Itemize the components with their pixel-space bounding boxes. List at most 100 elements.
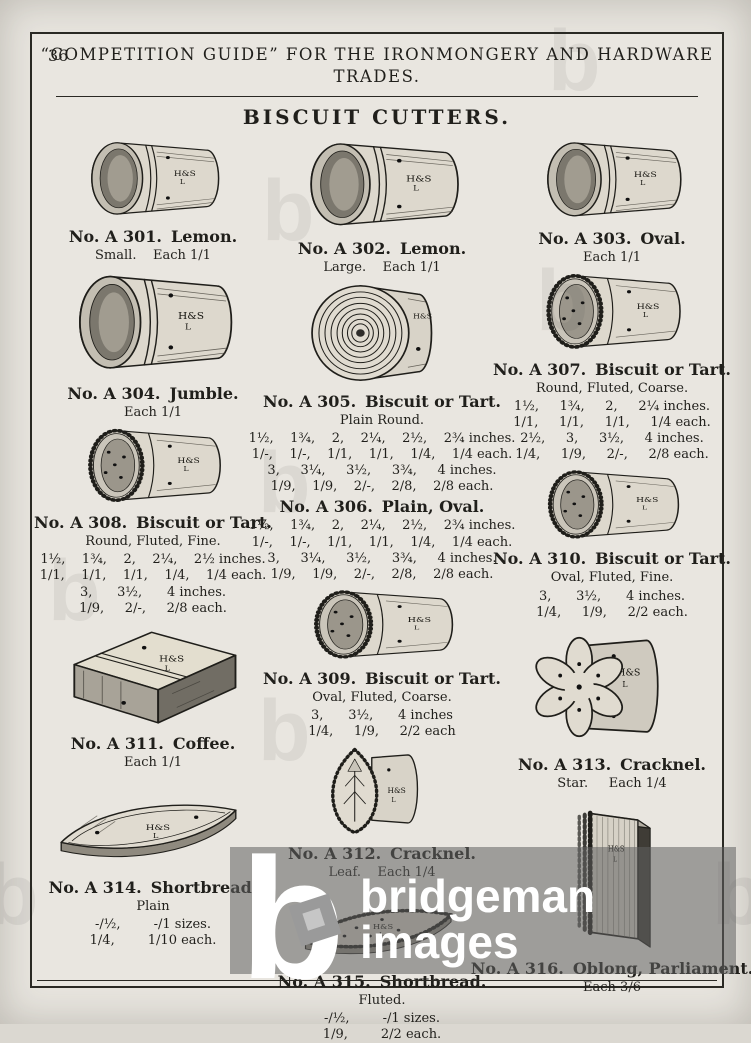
biscuit-cutter-illustration-a314 [45,771,261,876]
price-row: 3, 3½, 4 inches. [538,588,686,604]
price-table: 1½, 1¾, 2, 2¼, 2½, 2¾ inches. 1/-, 1/-, … [249,431,516,495]
product-price: Large. Each 1/1 [323,259,441,275]
price-table: -/½, -/1 sizes. 1/9, 2/2 each. [278,1011,487,1043]
biscuit-cutter-illustration-a310 [493,463,731,547]
product-a308: No. A 308.Biscuit or Tart. Round, Fluted… [34,421,272,617]
price-row: 1/1, 1/1, 1/1, 1/4, 1/4 each. [39,568,267,584]
biscuit-cutter-illustration-a313 [517,621,707,753]
price-row: 1/9, 2/2 each. [322,1026,442,1042]
product-number: No. A 304. [67,383,161,403]
product-number: No. A 310. [493,549,587,569]
price-row: 3, 3½, 4 inches [311,708,453,724]
product-name: Biscuit or Tart. [365,391,501,411]
product-a311: No. A 311. Coffee. Each 1/1 [51,617,256,771]
price-table: 1½, 1¾, 2, 2¼, 2½, 2¾ inches. 1/-, 1/-, … [249,518,516,582]
catalog-page: 36 “COMPETITION GUIDE” FOR THE IRONMONGE… [30,32,751,1042]
biscuit-cutter-illustration-a301 [69,133,237,225]
product-subtitle: Fluted. [358,992,406,1008]
price-table: 1½, 1¾, 2, 2¼ inches. 1/1, 1/1, 1/1, 1/4… [493,399,731,463]
bridgeman-watermark-text: bridgeman images [360,873,595,965]
page-number: 36 [48,46,69,65]
product-name: Shortbread. [379,971,487,991]
product-number: No. A 315. [277,971,371,991]
product-number: No. A 314. [48,877,142,897]
product-a301: No. A 301. Lemon. Small. Each 1/1 [69,133,237,264]
product-price: Star. Each 1/4 [557,775,667,791]
biscuit-cutter-illustration-a311 [51,617,256,732]
biscuit-cutter-illustration-a308 [34,421,272,511]
price-row: 3, 3½, 4 inches. [79,584,227,600]
price-row: 1½, 1¾, 2, 2¼, 2½, 2¾ inches. [248,518,516,534]
product-name: Biscuit or Tart. [595,549,731,569]
product-number: No. A 306. [279,497,373,517]
biscuit-cutter-illustration-a307 [493,266,731,358]
product-name: Lemon. [399,238,467,258]
price-row: 1/4, 1/9, 2/2 each [308,724,456,740]
section-title: BISCUIT CUTTERS. [242,104,512,129]
biscuit-cutter-illustration-a309 [263,583,501,667]
product-name: Lemon. [170,226,238,246]
header-title-line1: “COMPETITION GUIDE” FOR THE IRONMONGERY … [40,45,714,64]
price-row: 1/-, 1/-, 1/1, 1/1, 1/4, 1/4 each. [251,447,513,463]
product-a306: No. A 306.Plain, Oval. 1½, 1¾, 2, 2¼, 2½… [249,495,516,582]
product-price: Each 3/6 [583,980,641,996]
product-a307: No. A 307. Biscuit or Tart. Round, Fluted… [493,266,731,464]
product-number: No. A 307. [493,359,587,379]
product-number: No. A 311. [70,733,164,753]
price-row: 1½, 1¾, 2, 2¼, 2½, 2¾ inches. [248,431,516,447]
product-number: No. A 305. [263,391,357,411]
price-row: 1/4, 1/9, 2/2 each. [536,604,688,620]
product-subtitle: Plain Round. [339,412,425,428]
biscuit-cutter-illustration-a304 [55,264,251,382]
bridgeman-logo-icon: b [240,833,345,1005]
product-a309: No. A 309.Biscuit or Tart. Oval, Fluted,… [263,583,501,740]
product-number: No. A 309. [263,668,357,688]
price-table: 3, 3½, 4 inches 1/4, 1/9, 2/2 each [263,708,501,740]
price-row: 3, 3¼, 3½, 3¾, 4 inches. [267,550,497,566]
product-subtitle: Plain [136,898,170,914]
price-row: 1/4, 1/9, 2/-, 2/8 each. [515,447,709,463]
bottom-rule [37,980,717,981]
product-name: Coffee. [172,733,236,753]
price-row: 1/-, 1/-, 1/1, 1/1, 1/4, 1/4 each. [251,534,513,550]
product-name: Biscuit or Tart. [136,513,272,533]
product-price: Each 1/1 [124,754,182,770]
product-number: No. A 301. [68,226,162,246]
bridgeman-watermark-band: b bridgeman images [230,833,736,1005]
product-a313: No. A 313. Cracknel. Star. Each 1/4 [517,621,707,792]
price-row: 1/9, 2/-, 2/8 each. [79,600,227,616]
price-row: 2½, 3, 3½, 4 inches. [520,431,704,447]
product-name: Oval. [640,228,686,248]
biscuit-cutter-illustration-a302 [287,133,477,237]
price-table: 1½, 1¾, 2, 2¼, 2½ inches. 1/1, 1/1, 1/1,… [34,552,272,616]
product-subtitle: Round, Fluted, Coarse. [535,380,689,396]
price-table: -/½, -/1 sizes. 1/4, 1/10 each. [45,917,261,949]
price-row: 1/9, 1/9, 2/-, 2/8, 2/8 each. [270,566,494,582]
product-a303: No. A 303. Oval. Each 1/1 [526,133,698,266]
product-number: No. A 308. [34,513,128,533]
product-name: Cracknel. [620,754,706,774]
product-number: No. A 302. [297,238,391,258]
price-row: -/½, -/1 sizes. [95,917,211,933]
price-row: 1/9, 1/9, 2/-, 2/8, 2/8 each. [270,479,494,495]
product-name: Biscuit or Tart. [595,359,731,379]
price-row: 1½, 1¾, 2, 2¼ inches. [513,399,711,415]
product-price: Each 1/1 [124,404,182,420]
product-price: Each 1/1 [583,249,641,265]
price-row: 1½, 1¾, 2, 2¼, 2½ inches. [40,552,266,568]
product-name: Biscuit or Tart. [365,668,501,688]
product-number: No. A 313. [518,754,612,774]
product-name: Jumble. [169,383,239,403]
watermark-line2: images [360,916,519,968]
product-a304: No. A 304. Jumble. Each 1/1 [55,264,251,421]
biscuit-cutter-illustration-a303 [526,133,698,227]
product-number: No. A 303. [538,228,632,248]
product-price: Small. Each 1/1 [95,247,211,263]
product-a305: No. A 305.Biscuit or Tart. Plain Round. … [249,276,516,496]
column-3: No. A 303. Oval. Each 1/1 No. A 307. Biscu… [471,133,751,1043]
watermark-line1: bridgeman [360,870,596,922]
product-a314: No. A 314.Shortbread. Plain -/½, -/1 siz… [45,771,261,949]
price-table: 3, 3½, 4 inches. 1/4, 1/9, 2/2 each. [493,589,731,621]
header-title-line2: TRADES. [333,67,421,87]
page-header: 36 “COMPETITION GUIDE” FOR THE IRONMONGE… [32,34,722,129]
